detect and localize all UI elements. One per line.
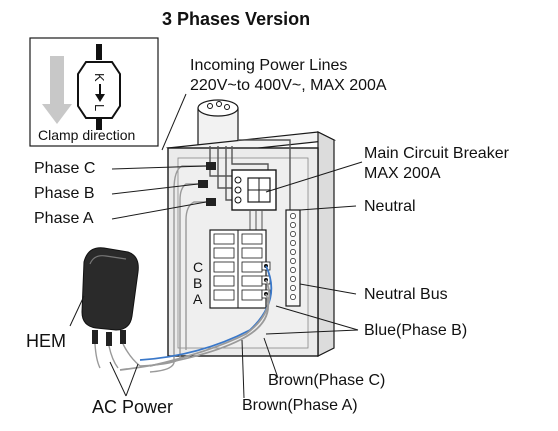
ct-clamps — [198, 162, 216, 206]
row-label-a: A — [193, 291, 203, 307]
branch-breakers — [209, 229, 271, 309]
main-breaker-rating: MAX 200A — [364, 165, 441, 182]
phase-wires — [209, 139, 291, 212]
ac-power-label: AC Power — [92, 397, 174, 417]
svg-text:L: L — [92, 104, 107, 111]
neutral-label: Neutral — [364, 198, 416, 215]
clamp-direction-caption: Clamp direction — [38, 127, 136, 143]
brown-phase-c-label: Brown(Phase C) — [268, 372, 386, 389]
blue-phase-b-label: Blue(Phase B) — [364, 322, 468, 339]
incoming-power-label: Incoming Power Lines — [190, 57, 348, 74]
phase-c-label: Phase C — [34, 160, 96, 177]
row-label-c: C — [193, 259, 204, 275]
diagram-title: 3 Phases Version — [162, 9, 311, 29]
phase-b-label: Phase B — [34, 185, 95, 202]
hem-label: HEM — [26, 331, 66, 351]
main-circuit-breaker — [231, 169, 277, 211]
neutral-bus — [285, 209, 301, 307]
callout-lines — [69, 93, 363, 399]
output-cables — [119, 265, 273, 371]
breaker-bus-lines — [249, 210, 263, 230]
down-arrow-icon — [42, 104, 72, 124]
svg-text:K: K — [92, 73, 107, 82]
clamp-direction-inset: K L — [29, 37, 159, 147]
row-label-b: B — [193, 275, 203, 291]
neutral-bus-label: Neutral Bus — [364, 286, 448, 303]
hem-device — [81, 247, 141, 369]
phase-a-label: Phase A — [34, 210, 94, 227]
brown-phase-a-label: Brown(Phase A) — [242, 397, 358, 414]
main-breaker-label: Main Circuit Breaker — [364, 145, 509, 162]
incoming-conduit — [197, 99, 239, 147]
incoming-power-rating: 220V~to 400V~, MAX 200A — [190, 77, 387, 94]
